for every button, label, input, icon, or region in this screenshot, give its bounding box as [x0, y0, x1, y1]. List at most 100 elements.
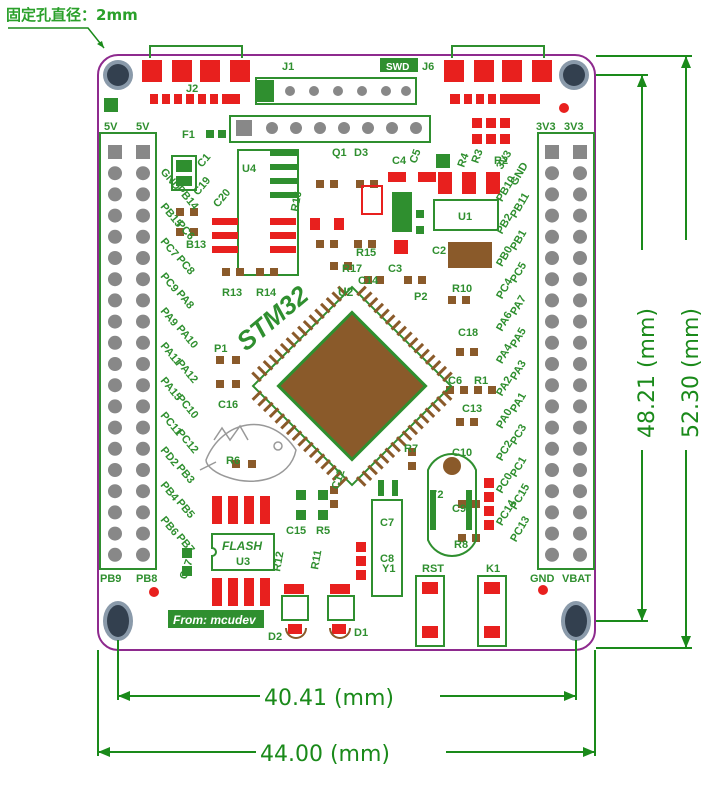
silk-label: D3	[354, 147, 368, 159]
usb-connector-left	[142, 45, 250, 104]
silk-label: 3V3	[536, 121, 556, 133]
header-pin	[108, 378, 122, 393]
header-pin	[136, 229, 150, 244]
red-pads	[284, 118, 510, 634]
header-pin	[108, 166, 122, 181]
header-pin	[545, 229, 559, 244]
header-pin	[108, 272, 122, 287]
header-pin	[108, 357, 122, 371]
header-pin	[573, 505, 587, 520]
silk-label: R1	[474, 375, 488, 387]
header-pin	[136, 208, 150, 223]
silk-label: 5V	[104, 121, 118, 133]
header-pin	[108, 335, 122, 350]
inner-height-label: 48.21 (mm)	[635, 308, 660, 438]
header-pin	[108, 251, 122, 265]
mounting-holes	[103, 60, 591, 641]
header-pin	[108, 484, 122, 499]
silk-label: PB9	[100, 573, 121, 585]
header-pin	[545, 357, 559, 371]
silk-label: J2	[186, 83, 198, 95]
silk-label: R14	[256, 287, 277, 299]
silk-label: C7	[380, 517, 394, 529]
green-pads	[182, 130, 450, 576]
silk-label: C10	[452, 447, 472, 459]
silk-label: C3	[388, 263, 402, 275]
header-pin	[108, 293, 122, 308]
silk-label: C6	[448, 375, 462, 387]
header-pin	[573, 251, 587, 265]
silk-label: R11	[309, 549, 324, 570]
silk-label: P1	[214, 343, 227, 355]
chip-ref: U2	[338, 285, 354, 299]
mounting-hole-note: 固定孔直径：2mm	[6, 6, 138, 24]
header-pin	[108, 441, 122, 456]
silk-label: R2	[494, 155, 508, 167]
silk-label: 3V3	[564, 121, 584, 133]
header-pin	[108, 399, 122, 414]
capacitor-large	[448, 242, 492, 268]
header-pin	[108, 314, 122, 329]
silk-label: U1	[458, 211, 472, 223]
header-pin	[108, 208, 122, 223]
header-pin	[545, 314, 559, 329]
header-pin	[108, 187, 122, 202]
silk-label: PB8	[136, 573, 157, 585]
header-pin	[108, 463, 122, 477]
header-pin	[136, 145, 150, 159]
silk-label: GND	[530, 573, 555, 585]
silk-label: RST	[422, 563, 444, 575]
header-pin	[573, 484, 587, 499]
silk-label: C13	[462, 403, 482, 415]
silk-label: D1	[354, 627, 368, 639]
silk-label: Y2	[430, 489, 443, 501]
header-pin	[136, 251, 150, 265]
header-pin	[545, 526, 559, 541]
silk-label: C9	[452, 503, 466, 515]
silk-label: C16	[218, 399, 238, 411]
silk-label: 5V	[136, 121, 150, 133]
header-pin	[573, 463, 587, 477]
silk-label: Y1	[382, 563, 395, 575]
header-pin	[545, 505, 559, 520]
silk-label: C4	[392, 155, 407, 167]
header-pin	[545, 335, 559, 350]
header-pin	[136, 314, 150, 329]
header-pin	[545, 166, 559, 181]
top-pin-row	[229, 115, 431, 143]
header-pin	[136, 335, 150, 350]
left-pin-header	[99, 132, 157, 570]
header-pin	[136, 293, 150, 308]
header-pin	[108, 547, 122, 562]
header-pin	[136, 399, 150, 414]
header-pin	[573, 547, 587, 562]
silk-label: R3	[470, 148, 486, 165]
swd-connector-j1	[255, 58, 418, 105]
header-pin	[108, 526, 122, 541]
silk-label: R7	[404, 443, 418, 455]
header-pin	[545, 420, 559, 435]
header-pin	[136, 272, 150, 287]
ic-u1	[433, 199, 499, 231]
flash-ref: U3	[236, 556, 250, 568]
header-pin	[573, 229, 587, 244]
header-pin	[573, 293, 587, 308]
header-pin	[573, 145, 587, 159]
buttons	[415, 575, 507, 647]
header-pin	[573, 399, 587, 414]
silk-label: R17	[342, 263, 362, 275]
silk-label: C14	[358, 275, 379, 287]
header-pin	[573, 208, 587, 223]
header-pin	[136, 505, 150, 520]
inner-width-label: 40.41 (mm)	[264, 686, 394, 711]
silk-label: R4	[456, 151, 472, 169]
outer-width-label: 44.00 (mm)	[260, 742, 390, 767]
header-pin	[545, 251, 559, 265]
silk-label: C15	[286, 525, 306, 537]
header-pin	[136, 166, 150, 181]
header-pin	[545, 293, 559, 308]
header-pin	[573, 187, 587, 202]
capacitor-c1	[171, 155, 197, 191]
header-pin	[136, 463, 150, 477]
outer-height-label: 52.30 (mm)	[679, 308, 704, 438]
